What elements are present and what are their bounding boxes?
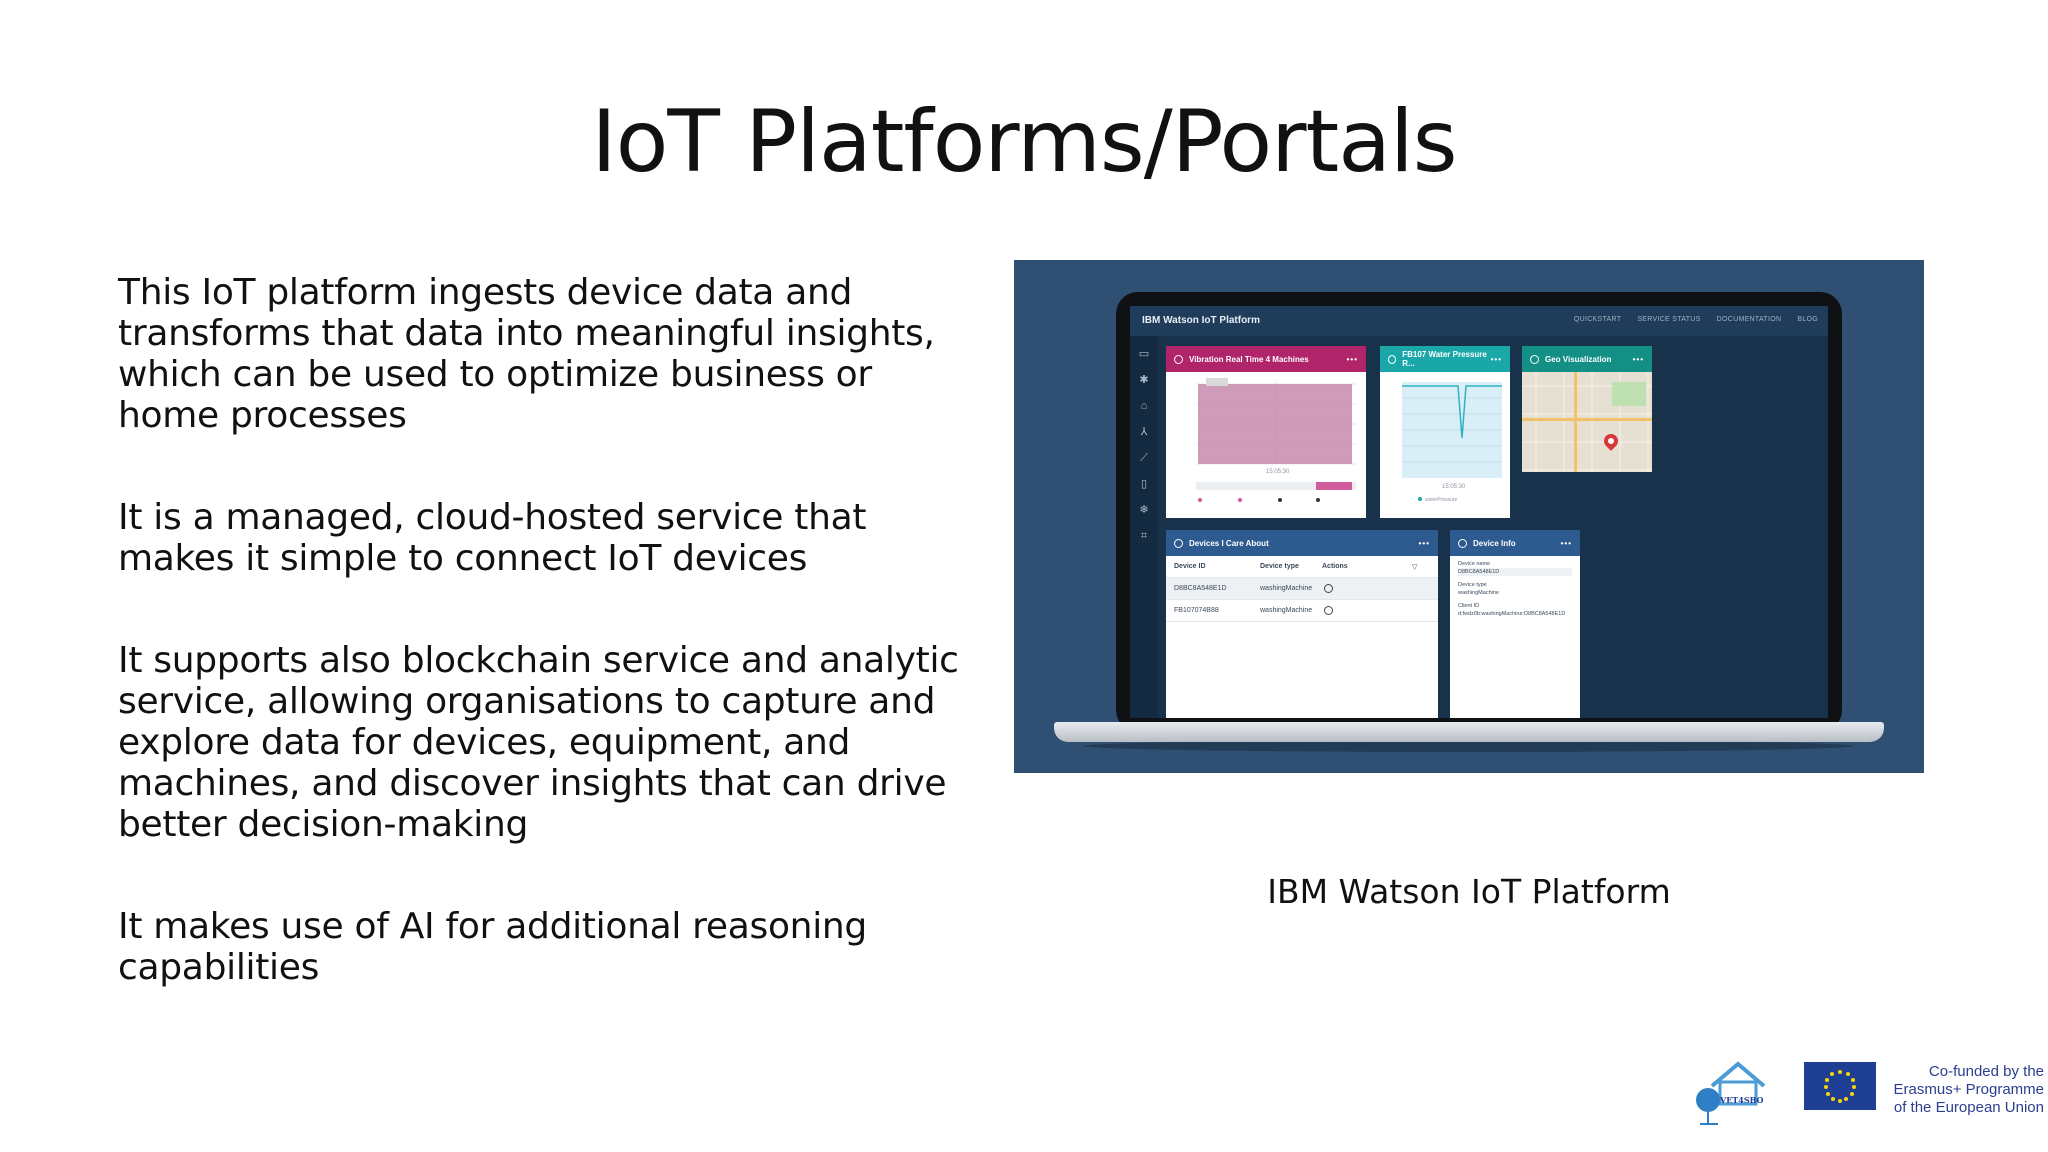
analytics-icon: ❄ <box>1139 504 1149 516</box>
rules-icon: ⅄ <box>1140 426 1148 438</box>
bullet-1: This IoT platform ingests device data an… <box>118 272 935 436</box>
devices-card-title: Devices I Care About <box>1189 538 1269 548</box>
pressure-card-header: FB107 Water Pressure R... ••• <box>1380 346 1510 372</box>
map-park <box>1612 382 1646 406</box>
cofunded-line-2: Erasmus+ Programme <box>1893 1081 2044 1098</box>
globe-icon <box>1458 538 1467 548</box>
map-road <box>1522 418 1652 421</box>
globe-icon <box>1174 354 1183 364</box>
pressure-legend: waterPressure <box>1425 497 1457 503</box>
app-nav: QUICKSTART SERVICE STATUS DOCUMENTATION … <box>1574 316 1818 323</box>
eu-flag-icon <box>1804 1062 1876 1110</box>
location-pin-icon <box>1601 431 1621 451</box>
device-type: washingMachine <box>1260 607 1313 614</box>
col-device-id: Device ID <box>1174 563 1206 570</box>
bullet-3: It supports also blockchain service and … <box>118 640 959 845</box>
geo-card-title: Geo Visualization <box>1545 354 1612 364</box>
more-icon: ••• <box>1490 354 1502 364</box>
map-road <box>1574 372 1577 472</box>
vibration-card-title: Vibration Real Time 4 Machines <box>1189 354 1309 364</box>
col-device-type: Device type <box>1260 563 1299 570</box>
field-value: washingMachine <box>1458 590 1499 596</box>
devices-card: Devices I Care About ••• Device ID Devic… <box>1166 530 1438 718</box>
app-title: IBM Watson IoT Platform <box>1142 315 1260 326</box>
nav-quickstart: QUICKSTART <box>1573 316 1622 323</box>
nav-documentation: DOCUMENTATION <box>1716 316 1782 323</box>
dashboard-icon: ▭ <box>1138 348 1150 360</box>
device-info-card: Device Info ••• Device name D8BC8A548E1D… <box>1450 530 1580 718</box>
side-rail: ▭ ✱ ⌂ ⅄ ⟋ ▯ ❄ ⌗ <box>1130 336 1158 718</box>
devices-table-header: Device ID Device type Actions ▽ <box>1166 556 1438 578</box>
figure-caption: IBM Watson IoT Platform <box>1267 872 1671 911</box>
col-actions: Actions <box>1322 563 1348 570</box>
platform-screenshot: IBM Watson IoT Platform QUICKSTART SERVI… <box>1014 260 1924 773</box>
map <box>1522 372 1652 472</box>
extensions-icon: ⌗ <box>1140 530 1148 542</box>
filter-icon: ▽ <box>1412 564 1418 571</box>
laptop-base <box>1054 722 1884 742</box>
globe-icon <box>1174 538 1183 548</box>
table-row: FB107074B88 washingMachine <box>1166 600 1438 622</box>
globe-icon <box>1530 354 1539 364</box>
field-value: d:fwdz0b:washingMachine:D8BC8A548E1D <box>1458 611 1566 617</box>
hierarchy-icon: ⌂ <box>1140 400 1148 412</box>
wrench-icon: ⟋ <box>1140 452 1148 464</box>
slide-title: IoT Platforms/Portals <box>591 92 1457 192</box>
device-icon: ▯ <box>1140 478 1148 490</box>
field-label: Client ID <box>1458 603 1480 609</box>
device-id: D8BC8A548E1D <box>1174 585 1227 592</box>
laptop-shadow <box>1084 740 1854 752</box>
geo-card-header: Geo Visualization ••• <box>1522 346 1652 372</box>
field-value: D8BC8A548E1D <box>1458 568 1572 576</box>
action-icon <box>1324 606 1333 615</box>
laptop-screen: IBM Watson IoT Platform QUICKSTART SERVI… <box>1130 306 1828 718</box>
logo-text: VET4SBO <box>1719 1095 1764 1105</box>
vet4sbo-logo: VET4SBO <box>1690 1046 1774 1128</box>
device-info-card-header: Device Info ••• <box>1450 530 1580 556</box>
field-label: Device type <box>1458 582 1487 588</box>
more-icon: ••• <box>1418 538 1430 548</box>
geo-card: Geo Visualization ••• <box>1522 346 1652 472</box>
pressure-card: FB107 Water Pressure R... ••• 15:05:30 w… <box>1380 346 1510 518</box>
more-icon: ••• <box>1346 354 1358 364</box>
more-icon: ••• <box>1560 538 1572 548</box>
globe-icon <box>1388 354 1397 364</box>
action-icon <box>1324 584 1333 593</box>
devices-card-header: Devices I Care About ••• <box>1166 530 1438 556</box>
laptop: IBM Watson IoT Platform QUICKSTART SERVI… <box>1116 292 1842 732</box>
app-header: IBM Watson IoT Platform QUICKSTART SERVI… <box>1130 306 1828 336</box>
settings-icon: ✱ <box>1139 374 1149 386</box>
bullet-2: It is a managed, cloud-hosted service th… <box>118 497 867 579</box>
cofunded-text: Co-funded by the Erasmus+ Programme of t… <box>1886 1063 2044 1117</box>
pressure-chart: 15:05:30 waterPressure <box>1402 382 1502 503</box>
eu-flag <box>1804 1062 1876 1110</box>
device-type: washingMachine <box>1260 585 1313 592</box>
cofunded-line-1: Co-funded by the <box>1928 1063 2044 1080</box>
nav-service-status: SERVICE STATUS <box>1637 316 1701 323</box>
table-row: D8BC8A548E1D washingMachine <box>1166 578 1438 600</box>
house-icon: VET4SBO <box>1696 1061 1766 1125</box>
more-icon: ••• <box>1632 354 1644 364</box>
field-label: Device name <box>1458 561 1491 567</box>
pressure-card-title: FB107 Water Pressure R... <box>1402 350 1487 368</box>
device-info-title: Device Info <box>1473 538 1516 548</box>
vibration-card-header: Vibration Real Time 4 Machines ••• <box>1166 346 1366 372</box>
nav-blog: BLOG <box>1797 316 1818 323</box>
vibration-time-label: 15:05:30 <box>1266 469 1290 475</box>
vibration-chart: 15:05:30 <box>1196 378 1356 502</box>
device-info-fields: Device name D8BC8A548E1D Device type was… <box>1450 556 1580 622</box>
cofunded-line-3: of the European Union <box>1893 1099 2044 1116</box>
device-id: FB107074B88 <box>1174 607 1219 614</box>
bullet-4: It makes use of AI for additional reason… <box>118 906 867 988</box>
pressure-time-label: 15:05:30 <box>1442 484 1466 490</box>
bullet-list: This IoT platform ingests device data an… <box>118 272 978 1049</box>
vibration-card: Vibration Real Time 4 Machines ••• 15:05… <box>1166 346 1366 518</box>
